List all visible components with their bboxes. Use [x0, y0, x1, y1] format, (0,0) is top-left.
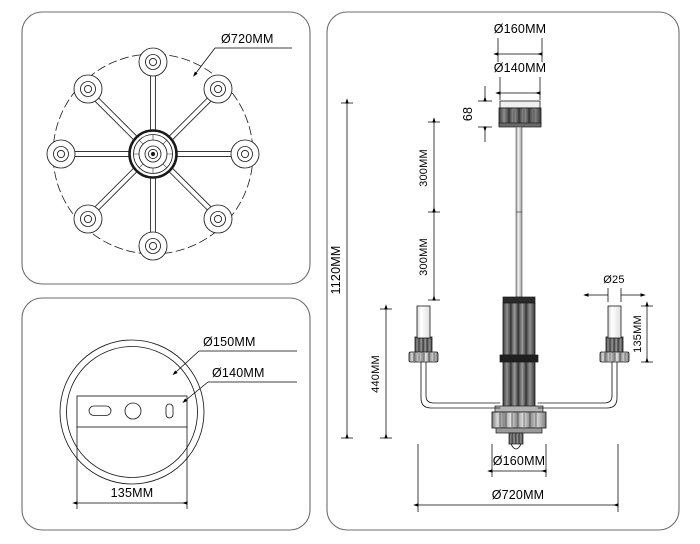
right-arm — [537, 305, 630, 409]
center-hub — [128, 129, 178, 179]
bracket-width-label: 135MM — [111, 486, 154, 500]
left-arm — [408, 305, 501, 409]
panel-border-canopy-plan — [21, 297, 311, 531]
central-body — [499, 296, 539, 425]
socket-n — [138, 47, 168, 77]
canopy-outer-dia-label: Ø160MM — [494, 22, 547, 36]
canopy-height-label: 68 — [461, 107, 475, 121]
panel-border-elevation — [326, 11, 680, 531]
socket-nw — [73, 74, 103, 104]
hub-dia-label: Ø160MM — [493, 454, 546, 468]
socket-group — [46, 47, 260, 261]
socket-se — [203, 204, 233, 234]
socket-ne — [203, 74, 233, 104]
finial — [508, 432, 524, 445]
socket-s — [138, 231, 168, 261]
canopy-inner-leader — [182, 381, 209, 403]
right-candle-cup — [605, 336, 624, 354]
canopy-plan-view: Ø150MM Ø140MM 135MM — [59, 335, 297, 509]
ceiling-canopy — [498, 100, 542, 128]
fixture-height-label: 440MM — [370, 355, 382, 393]
socket-sw — [73, 204, 103, 234]
left-candle-cup — [414, 336, 433, 354]
panel-border-top-plan — [21, 11, 311, 285]
candle-height-label: 135MM — [632, 315, 644, 353]
overall-diameter-leader — [193, 47, 216, 77]
bottom-hub — [491, 405, 547, 450]
mounting-bracket — [76, 395, 188, 428]
socket-e — [230, 139, 260, 169]
socket-w — [46, 139, 76, 169]
right-candle-tube — [607, 305, 622, 339]
candle-tube-dia-label: Ø25 — [603, 274, 624, 286]
left-bobeche — [408, 351, 439, 363]
upper-rod-label: 300MM — [418, 149, 430, 187]
lower-rod-label: 300MM — [418, 238, 430, 276]
bracket-slot-hole-left — [88, 405, 112, 416]
upper-column — [502, 302, 536, 356]
bracket-center-hole — [124, 402, 142, 420]
canopy-outer-circle — [59, 339, 205, 485]
canopy-inner-diameter-label: Ø140MM — [212, 366, 265, 380]
canopy-body-dia-label: Ø140MM — [494, 61, 547, 75]
elevation-view: Ø160MM Ø140MM 68 1120MM 300MM — [329, 22, 653, 512]
overall-span-label: Ø720MM — [492, 488, 545, 502]
bracket-slot-hole-right — [165, 403, 174, 419]
right-bobeche — [599, 351, 630, 363]
total-drop-label: 1120MM — [329, 246, 343, 295]
canopy-outer-leader — [172, 350, 200, 376]
finial-tip — [510, 443, 522, 450]
canopy-inner-circle — [66, 346, 198, 478]
top-plan-view: Ø720MM — [46, 32, 292, 261]
overall-diameter-callout-label: Ø720MM — [221, 32, 274, 46]
left-candle-tube — [416, 305, 431, 339]
canopy-outer-diameter-label: Ø150MM — [203, 335, 256, 349]
